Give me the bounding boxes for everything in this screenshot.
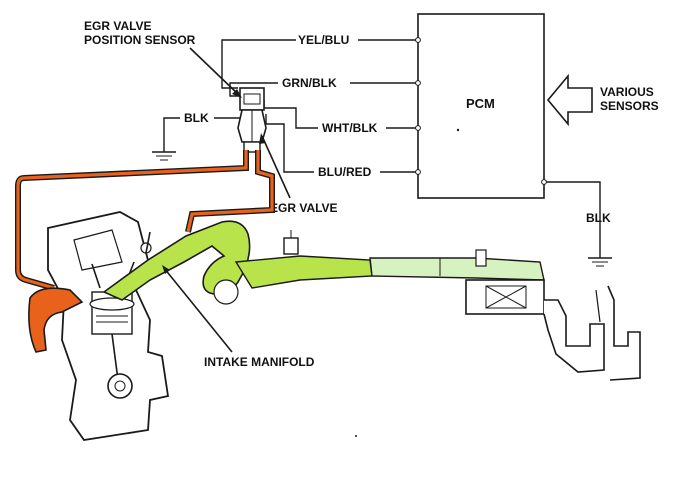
wire-grn-blk	[229, 82, 418, 97]
various-sensors-arrow	[546, 73, 593, 127]
blk-left-ground-wire	[163, 117, 240, 152]
pcm-ground-node	[541, 179, 547, 185]
egr-sensor-leader	[189, 47, 241, 97]
node-blu-red	[415, 169, 421, 175]
pcm-dot	[456, 128, 460, 132]
left-ground-symbol	[152, 151, 176, 161]
pcm-ground-wire	[544, 181, 601, 258]
air-cleaner-box	[465, 279, 545, 315]
manifold-plenum	[213, 279, 239, 305]
egr-valve-assembly	[237, 87, 267, 153]
pcm-box	[417, 13, 545, 199]
intake-manifold-label: INTAKE MANIFOLD	[204, 355, 315, 369]
wire-wht-blk-label: WHT/BLK	[322, 121, 378, 135]
egr-valve-leader-arrowhead	[259, 133, 266, 144]
wire-blu-red-label: BLU/RED	[318, 165, 372, 179]
air-intake-duct	[369, 257, 545, 281]
node-grn-blk	[415, 80, 421, 86]
egr-sensor-label-line2: POSITION SENSOR	[84, 33, 196, 47]
wire-yel-blu-label: YEL/BLU	[298, 33, 349, 47]
egr-valve-label: EGR VALVE	[270, 201, 338, 215]
intake-snorkel	[543, 285, 641, 381]
node-yel-blu	[415, 37, 421, 43]
egr-valve-leader	[261, 135, 291, 199]
various-sensors-line1: VARIOUS	[600, 85, 654, 99]
duct-sensor	[475, 249, 487, 267]
egr-return-tube-fill	[186, 150, 274, 233]
various-sensors-line2: SENSORS	[600, 99, 659, 113]
egr-sensor-leader-arrowhead	[232, 89, 242, 98]
throttle-body	[283, 230, 299, 255]
pcm-label: PCM	[466, 96, 495, 111]
pcm-ground-symbol	[588, 257, 612, 267]
egr-sensor-label-line1: EGR VALVE	[84, 19, 152, 33]
speck	[355, 435, 357, 437]
egr-exhaust-tube-fill	[16, 150, 248, 290]
intake-runner-green	[234, 255, 373, 289]
intake-manifold-leader	[163, 267, 233, 353]
blk-left-label: BLK	[184, 111, 209, 125]
blk-right-label: BLK	[586, 211, 611, 225]
intake-manifold-leader-arrowhead	[162, 265, 170, 274]
exhaust-port	[28, 287, 84, 353]
node-wht-blk	[415, 125, 421, 131]
wire-grn-blk-label: GRN/BLK	[282, 76, 337, 90]
wire-blu-red	[265, 114, 418, 173]
engine-block	[47, 211, 170, 441]
